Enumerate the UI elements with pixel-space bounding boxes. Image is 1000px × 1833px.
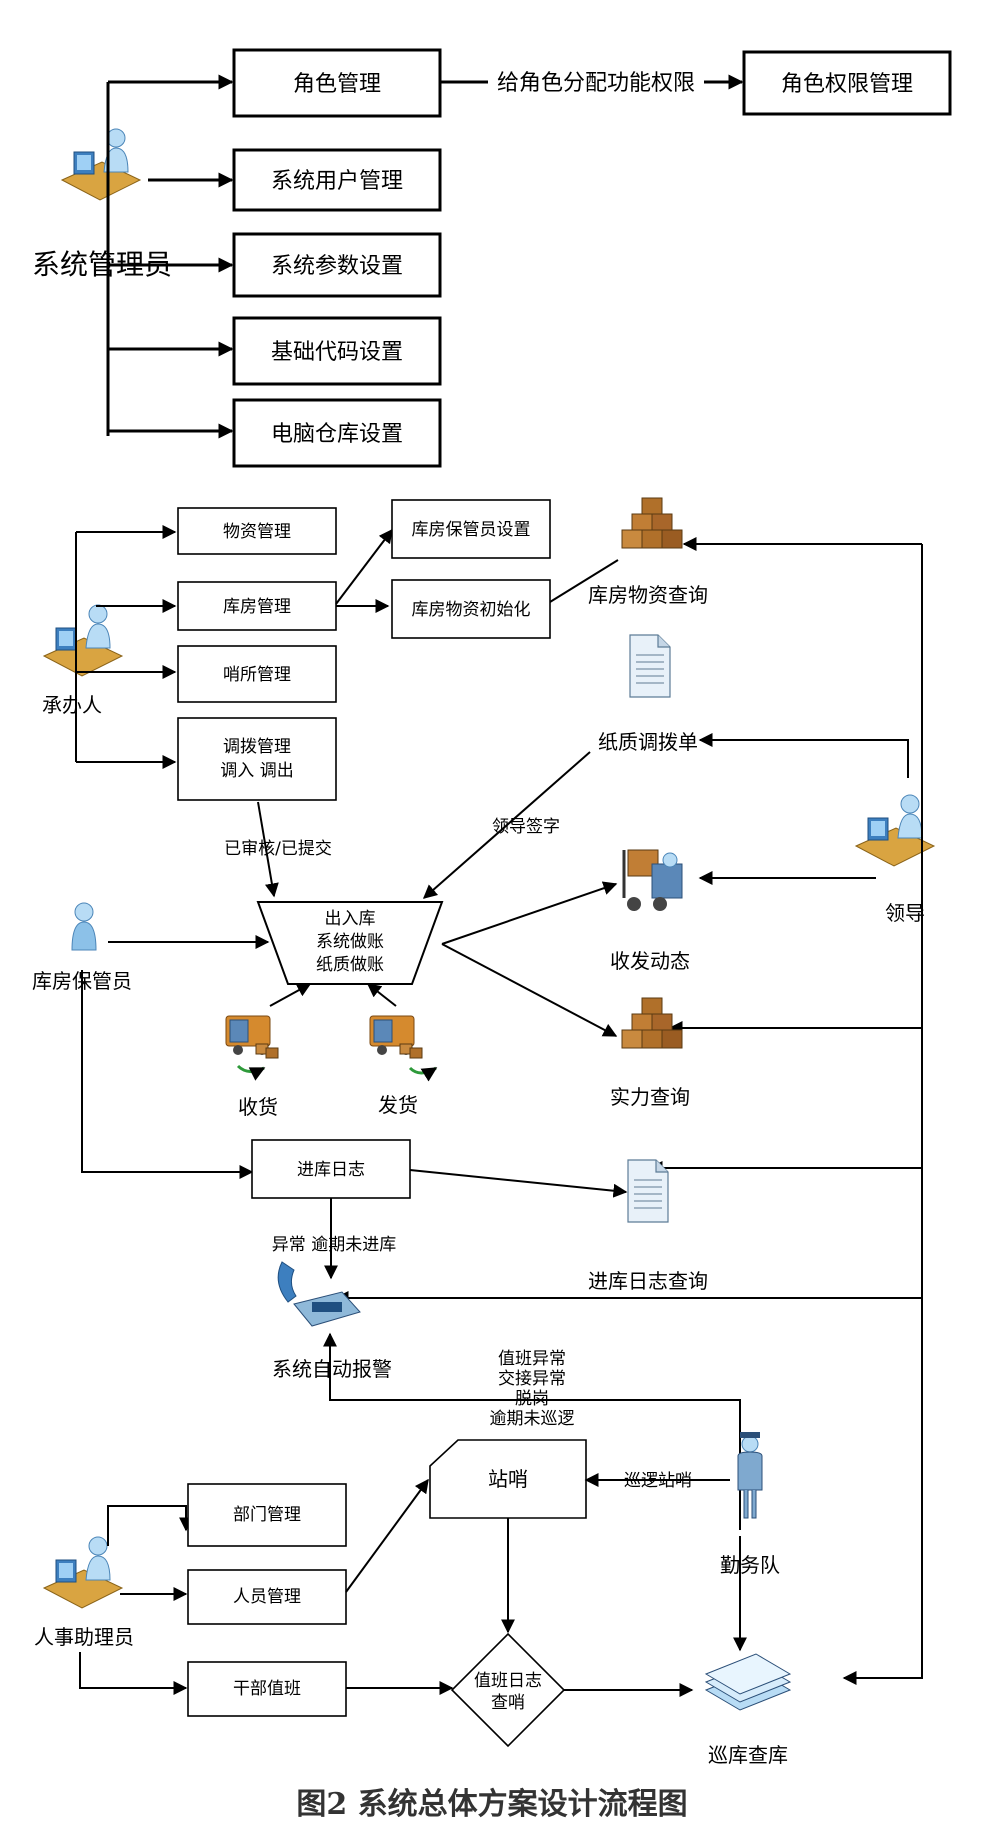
leader-sign-label: 领导签字 xyxy=(492,817,560,837)
duty-anomaly-1: 值班异常 xyxy=(498,1349,566,1369)
system-params-box xyxy=(232,232,442,298)
duty-team-label: 勤务队 xyxy=(720,1553,780,1577)
inspection-docs-icon xyxy=(704,1653,792,1711)
receive-arrow-icon xyxy=(236,1064,266,1081)
entry-log-query-label: 进库日志查询 xyxy=(588,1269,708,1293)
assign-permission-label: 给角色分配功能权限 xyxy=(497,71,695,96)
entry-log-box xyxy=(251,1139,411,1199)
warehouse-management-box xyxy=(177,581,337,631)
leader-section: 领导 xyxy=(334,537,935,1685)
duty-anomaly-2: 交接异常 xyxy=(498,1369,566,1389)
keeper-setup-box xyxy=(391,499,551,559)
stock-init-label: 库房物资初始化 xyxy=(412,600,531,620)
handler-person-icon xyxy=(43,604,123,677)
io-line2: 系统做账 xyxy=(316,932,384,952)
role-permission-label: 角色权限管理 xyxy=(781,72,913,97)
duty-log-line1: 值班日志 xyxy=(474,1671,542,1691)
stock-boxes-icon xyxy=(621,497,683,549)
caption: 图2 系统总体方案设计流程图 xyxy=(296,1787,687,1822)
receive-label: 收货 xyxy=(238,1095,278,1119)
leader-label: 领导 xyxy=(885,901,925,925)
duty-log-line2: 查哨 xyxy=(491,1693,525,1713)
material-management-box xyxy=(177,507,337,555)
role-permission-box xyxy=(742,50,952,116)
computer-warehouse-label: 电脑仓库设置 xyxy=(271,422,403,447)
anomaly-label: 异常 逾期未进库 xyxy=(272,1235,396,1255)
admin-person-icon xyxy=(61,128,141,201)
dept-box xyxy=(187,1483,347,1547)
guard-person-icon xyxy=(737,1432,763,1519)
base-code-box xyxy=(232,316,442,386)
io-section: 已审核/已提交 领导签字 库房保管员 出入库 系统做账 纸质做账 收货 发货 xyxy=(32,751,690,1179)
auto-alarm-label: 系统自动报警 xyxy=(272,1357,392,1381)
warehouse-management-label: 库房管理 xyxy=(223,597,291,617)
forklift-icon xyxy=(622,849,683,911)
ship-label: 发货 xyxy=(378,1093,418,1117)
paper-doc-icon xyxy=(629,634,671,698)
transfer-line1: 调拨管理 xyxy=(223,737,291,757)
duty-anomaly-4: 逾期未巡逻 xyxy=(490,1409,575,1429)
post-management-box xyxy=(177,645,337,703)
handler-actor-label: 承办人 xyxy=(42,693,102,717)
stock-init-box xyxy=(391,579,551,639)
system-user-box xyxy=(232,148,442,212)
keeper-person-icon xyxy=(71,902,97,951)
paper-transfer-label: 纸质调拨单 xyxy=(598,730,698,754)
hr-section: 人事助理员 部门管理 人员管理 干部值班 站哨 巡逻站哨 勤务队 值班日志 查哨 xyxy=(34,1432,792,1767)
system-params-label: 系统参数设置 xyxy=(271,254,403,279)
io-trapezoid xyxy=(256,901,444,985)
ship-arrow-icon xyxy=(408,1066,438,1082)
cadre-duty-label: 干部值班 xyxy=(233,1679,301,1699)
strength-boxes-icon xyxy=(621,997,683,1049)
phone-alarm-icon xyxy=(277,1261,361,1327)
post-label: 站哨 xyxy=(488,1467,528,1491)
io-line1: 出入库 xyxy=(325,909,376,929)
ship-truck-icon xyxy=(369,1015,423,1059)
staff-label: 人员管理 xyxy=(233,1587,301,1607)
cadre-duty-box xyxy=(187,1661,347,1717)
inspection-label: 巡库查库 xyxy=(708,1743,788,1767)
hr-label: 人事助理员 xyxy=(34,1625,134,1649)
handler-section: 承办人 物资管理 库房管理 哨所管理 调拨管理 调入 调出 库房保管员设置 库房… xyxy=(42,497,708,801)
stock-query-label: 库房物资查询 xyxy=(588,583,708,607)
role-management-label: 角色管理 xyxy=(293,72,381,97)
receive-truck-icon xyxy=(225,1015,279,1059)
duty-log-diamond xyxy=(450,1632,566,1748)
entry-log-section: 进库日志 进库日志查询 异常 逾期未进库 系统自动报警 值班异常 交接异常 脱岗… xyxy=(251,1139,741,1530)
patrol-label: 巡逻站哨 xyxy=(624,1471,692,1491)
entry-log-label: 进库日志 xyxy=(297,1160,365,1180)
approved-label: 已审核/已提交 xyxy=(224,839,332,859)
io-line3: 纸质做账 xyxy=(316,955,384,975)
entry-log-doc-icon xyxy=(627,1159,669,1223)
dept-label: 部门管理 xyxy=(233,1505,301,1525)
base-code-label: 基础代码设置 xyxy=(271,340,403,365)
staff-box xyxy=(187,1569,347,1625)
material-management-label: 物资管理 xyxy=(223,522,291,542)
admin-section: 系统管理员 角色管理 系统用户管理 系统参数设置 基础代码设置 电脑仓库设置 给… xyxy=(32,48,952,468)
transfer-line2: 调入 调出 xyxy=(220,761,293,781)
post-management-label: 哨所管理 xyxy=(223,665,291,685)
computer-warehouse-box xyxy=(232,398,442,468)
dispatch-status-label: 收发动态 xyxy=(610,949,690,973)
keeper-setup-label: 库房保管员设置 xyxy=(412,520,531,540)
system-user-label: 系统用户管理 xyxy=(271,169,403,194)
role-management-box xyxy=(232,48,442,118)
strength-query-label: 实力查询 xyxy=(610,1085,690,1109)
transfer-management-box xyxy=(177,717,337,801)
hr-person-icon xyxy=(43,1536,123,1609)
duty-anomaly-3: 脱岗 xyxy=(515,1389,549,1409)
